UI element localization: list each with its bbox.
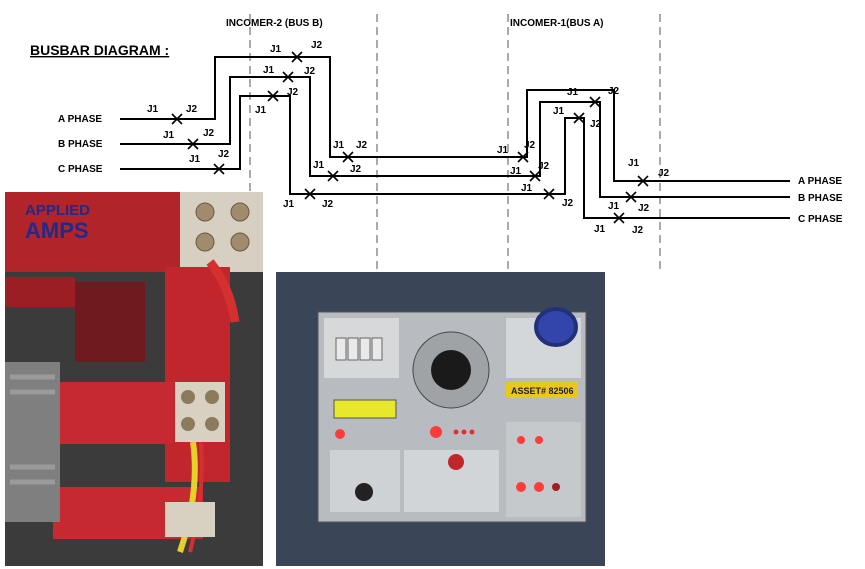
right-phase-c-label: C PHASE	[798, 214, 843, 225]
joint-marker	[291, 51, 303, 63]
joint-label-j1: J1	[189, 154, 201, 165]
joint-marker	[637, 175, 649, 187]
joint-label-j2: J2	[632, 225, 644, 236]
joint-label-j1: J1	[553, 106, 565, 117]
joint-label-j2: J2	[562, 198, 574, 209]
joint-marker	[517, 151, 529, 163]
joint-label-j1: J1	[163, 130, 175, 141]
joint-label-j1: J1	[567, 87, 579, 98]
joint-marker	[589, 96, 601, 108]
right-phase-a-label: A PHASE	[798, 176, 842, 187]
joint-label-j1: J1	[628, 158, 640, 169]
joint-label-j2: J2	[638, 203, 650, 214]
joint-label-j1: J1	[497, 145, 509, 156]
joint-label-j1: J1	[594, 224, 606, 235]
joint-label-j2: J2	[287, 87, 299, 98]
joint-marker	[327, 170, 339, 182]
joint-marker	[267, 90, 279, 102]
diagram-title: BUSBAR DIAGRAM :	[30, 42, 169, 58]
joint-marker	[282, 71, 294, 83]
joint-label-j1: J1	[333, 140, 345, 151]
a-phase-conductor	[120, 56, 790, 182]
joint-label-j2: J2	[538, 161, 550, 172]
joint-label-j2: J2	[304, 66, 316, 77]
right-phase-b-label: B PHASE	[798, 193, 843, 204]
joint-marker	[613, 212, 625, 224]
joint-label-j2: J2	[186, 104, 198, 115]
joint-markers	[171, 51, 649, 224]
caption-line-2: AMPS	[25, 218, 89, 243]
busbar-conductors	[120, 56, 790, 219]
joint-marker	[342, 151, 354, 163]
joint-label-j2: J2	[218, 149, 230, 160]
joint-marker	[187, 138, 199, 150]
joint-label-j1: J1	[608, 201, 620, 212]
joint-marker	[304, 188, 316, 200]
test-set-photo: ASSET# 82506	[276, 272, 605, 566]
joint-marker	[529, 170, 541, 182]
joint-label-j1: J1	[521, 183, 533, 194]
asset-tag: ASSET# 82506	[511, 386, 574, 396]
left-phase-c-label: C PHASE	[58, 164, 103, 175]
joint-label-j2: J2	[322, 199, 334, 210]
joint-labels: J1 J2 J1 J2 J1 J2 J1 J2 J1 J2 J1 J2 J1 J…	[147, 40, 670, 236]
joint-label-j2: J2	[608, 86, 620, 97]
caption-line-1: APPLIED	[25, 202, 91, 219]
joint-label-j2: J2	[524, 140, 536, 151]
joint-label-j2: J2	[590, 119, 602, 130]
joint-marker	[213, 163, 225, 175]
joint-marker	[625, 191, 637, 203]
joint-label-j1: J1	[255, 105, 267, 116]
joint-label-j1: J1	[263, 65, 275, 76]
joint-label-j1: J1	[283, 199, 295, 210]
incomer-1-label: INCOMER-1(BUS A)	[510, 18, 604, 29]
joint-marker	[171, 113, 183, 125]
left-phase-a-label: A PHASE	[58, 114, 102, 125]
joint-marker	[543, 188, 555, 200]
applied-amps-caption: APPLIED AMPS	[25, 203, 90, 242]
b-phase-conductor	[120, 76, 790, 198]
joint-marker	[573, 112, 585, 124]
joint-label-j2: J2	[658, 168, 670, 179]
incomer-2-label: INCOMER-2 (BUS B)	[226, 18, 323, 29]
joint-label-j2: J2	[350, 164, 362, 175]
joint-label-j1: J1	[510, 166, 522, 177]
joint-label-j2: J2	[311, 40, 323, 51]
c-phase-conductor	[120, 95, 790, 219]
joint-label-j2: J2	[203, 128, 215, 139]
joint-label-j1: J1	[313, 160, 325, 171]
joint-label-j2: J2	[356, 140, 368, 151]
left-phase-b-label: B PHASE	[58, 139, 103, 150]
joint-label-j1: J1	[147, 104, 159, 115]
switchgear-photo	[5, 192, 263, 566]
joint-label-j1: J1	[270, 44, 282, 55]
